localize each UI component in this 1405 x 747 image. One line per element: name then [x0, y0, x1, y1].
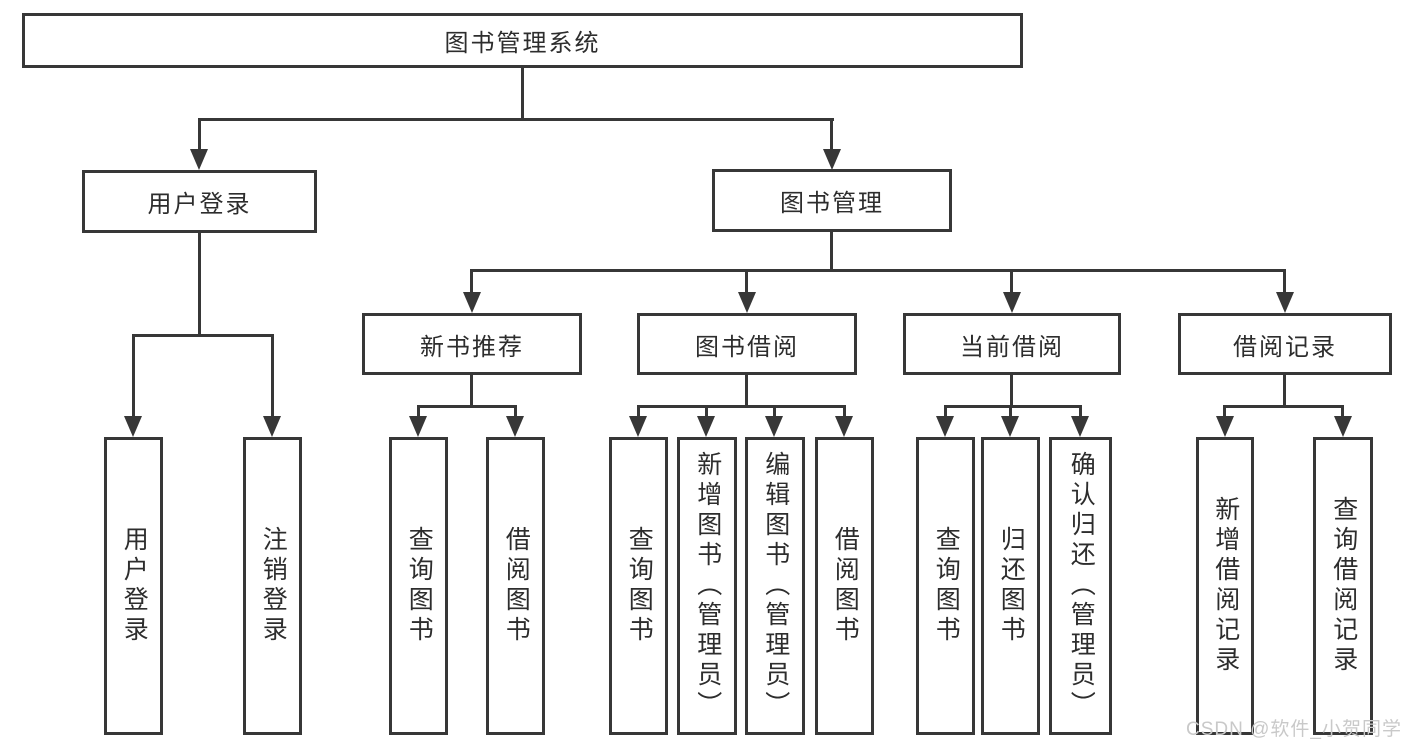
arrowhead-book-borrow: [738, 292, 756, 313]
connector-drop-leaf-logout: [271, 334, 274, 419]
connector-current-borrow-stem: [1010, 375, 1013, 408]
leaf-edit-book-admin-label: 编辑图书（管理员）: [761, 451, 790, 721]
arrowhead-add-record: [1216, 416, 1234, 437]
leaf-borrow-books-2-label: 借阅图书: [831, 526, 860, 646]
node-new-book-recommend-label: 新书推荐: [420, 333, 524, 361]
connector-drop-borrow-books-1: [514, 405, 517, 419]
connector-drop-new-book: [470, 269, 473, 296]
connector-drop-confirm-return: [1079, 405, 1082, 419]
arrowhead-borrow-books-1: [506, 416, 524, 437]
arrowhead-user-login: [190, 149, 208, 170]
node-current-borrow-label: 当前借阅: [960, 333, 1064, 361]
connector-drop-edit-book: [773, 405, 776, 419]
connector-drop-query-record: [1341, 405, 1344, 419]
node-new-book-recommend: 新书推荐: [362, 313, 582, 375]
node-borrow-records-label: 借阅记录: [1233, 333, 1337, 361]
leaf-confirm-return-admin: 确认归还（管理员）: [1049, 437, 1112, 735]
arrowhead-return-books: [1001, 416, 1019, 437]
arrowhead-query-books-2: [629, 416, 647, 437]
connector-drop-borrow-books-2: [843, 405, 846, 419]
leaf-add-book-admin: 新增图书（管理员）: [677, 437, 737, 735]
leaf-query-books-2-label: 查询图书: [625, 526, 654, 646]
node-user-login-label: 用户登录: [147, 191, 252, 218]
connector-drop-query-books-3: [944, 405, 947, 419]
connector-drop-book-borrow: [745, 269, 748, 296]
node-borrow-records: 借阅记录: [1178, 313, 1392, 375]
connector-drop-book-management: [830, 118, 833, 154]
arrowhead-current-borrow: [1003, 292, 1021, 313]
node-user-login: 用户登录: [82, 170, 317, 233]
csdn-watermark: CSDN @软件_小贺同学: [1186, 719, 1402, 740]
arrowhead-query-books-1: [409, 416, 427, 437]
connector-user-login-stem: [198, 233, 201, 337]
connector-current-borrow-bus: [944, 405, 1082, 408]
arrowhead-book-management: [823, 149, 841, 170]
leaf-query-books-1: 查询图书: [389, 437, 448, 735]
connector-book-borrow-stem: [745, 375, 748, 408]
node-library-system-label: 图书管理系统: [444, 30, 601, 57]
connector-user-login-bus: [132, 334, 274, 337]
leaf-return-books-label: 归还图书: [997, 526, 1026, 646]
leaf-borrow-books-1-label: 借阅图书: [502, 526, 531, 646]
arrowhead-confirm-return: [1071, 416, 1089, 437]
leaf-add-borrow-record: 新增借阅记录: [1196, 437, 1254, 735]
connector-new-book-stem: [470, 375, 473, 408]
arrowhead-borrow-records: [1276, 292, 1294, 313]
arrowhead-add-book: [697, 416, 715, 437]
connector-drop-leaf-user-login: [132, 334, 135, 419]
connector-drop-current-borrow: [1010, 269, 1013, 296]
connector-new-book-bus: [417, 405, 517, 408]
leaf-return-books: 归还图书: [981, 437, 1040, 735]
leaf-query-borrow-record-label: 查询借阅记录: [1329, 496, 1358, 676]
node-book-management: 图书管理: [712, 169, 952, 232]
connector-book-borrow-bus: [637, 405, 846, 408]
leaf-add-book-admin-label: 新增图书（管理员）: [693, 451, 722, 721]
connector-drop-query-books-2: [637, 405, 640, 419]
connector-book-management-stem: [830, 232, 833, 272]
node-library-system: 图书管理系统: [22, 13, 1023, 68]
arrowhead-query-books-3: [936, 416, 954, 437]
connector-drop-add-record: [1223, 405, 1226, 419]
connector-drop-return-books: [1009, 405, 1012, 419]
connector-drop-user-login: [198, 118, 201, 154]
leaf-logout-label: 注销登录: [259, 526, 288, 646]
node-book-management-label: 图书管理: [780, 190, 884, 217]
arrowhead-query-record: [1334, 416, 1352, 437]
leaf-query-books-3: 查询图书: [916, 437, 975, 735]
arrowhead-leaf-logout: [263, 416, 281, 437]
arrowhead-leaf-user-login: [124, 416, 142, 437]
connector-book-management-bus: [470, 269, 1286, 272]
connector-borrow-records-bus: [1223, 405, 1344, 408]
leaf-borrow-books-2: 借阅图书: [815, 437, 874, 735]
leaf-user-login: 用户登录: [104, 437, 163, 735]
connector-drop-add-book: [705, 405, 708, 419]
leaf-query-borrow-record: 查询借阅记录: [1313, 437, 1373, 735]
connector-root-stem: [521, 68, 524, 120]
leaf-add-borrow-record-label: 新增借阅记录: [1211, 496, 1240, 676]
arrowhead-new-book: [463, 292, 481, 313]
connector-drop-query-books-1: [417, 405, 420, 419]
leaf-user-login-label: 用户登录: [120, 526, 149, 646]
arrowhead-borrow-books-2: [835, 416, 853, 437]
connector-drop-borrow-records: [1283, 269, 1286, 296]
leaf-query-books-1-label: 查询图书: [405, 526, 434, 646]
arrowhead-edit-book: [765, 416, 783, 437]
node-book-borrow-label: 图书借阅: [695, 333, 799, 361]
connector-root-bus: [198, 118, 834, 121]
leaf-edit-book-admin: 编辑图书（管理员）: [745, 437, 805, 735]
leaf-confirm-return-admin-label: 确认归还（管理员）: [1067, 451, 1096, 721]
leaf-query-books-2: 查询图书: [609, 437, 668, 735]
node-book-borrow: 图书借阅: [637, 313, 857, 375]
connector-borrow-records-stem: [1283, 375, 1286, 408]
node-current-borrow: 当前借阅: [903, 313, 1121, 375]
leaf-borrow-books-1: 借阅图书: [486, 437, 545, 735]
leaf-logout: 注销登录: [243, 437, 302, 735]
leaf-query-books-3-label: 查询图书: [932, 526, 961, 646]
